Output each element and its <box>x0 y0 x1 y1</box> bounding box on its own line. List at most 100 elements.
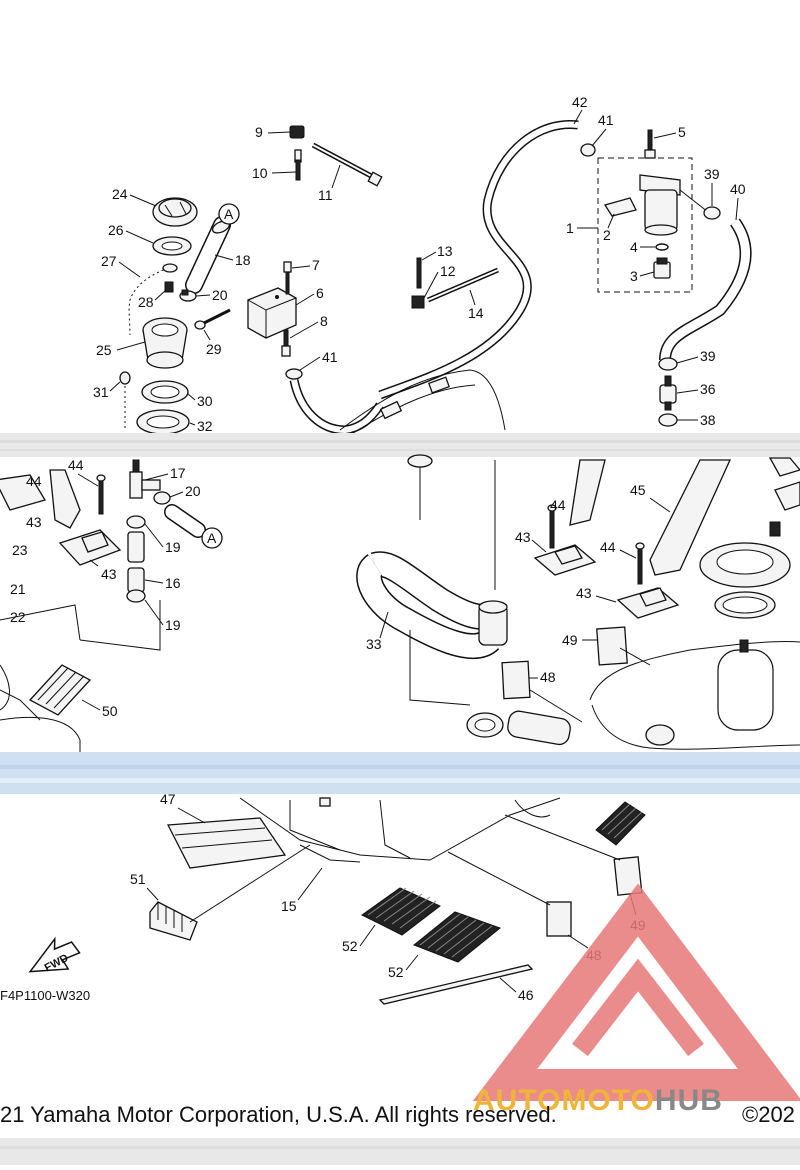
bolt-29 <box>194 308 231 330</box>
bracket-6 <box>247 287 297 339</box>
svg-text:15: 15 <box>281 898 297 914</box>
bolt-5 <box>644 129 656 159</box>
svg-text:33: 33 <box>366 636 382 652</box>
svg-text:52: 52 <box>388 964 404 980</box>
scan-artifact-band-blue <box>0 752 800 794</box>
screw-28 <box>164 281 174 293</box>
svg-text:12: 12 <box>440 263 456 279</box>
svg-text:40: 40 <box>730 181 746 197</box>
hose-lower-left <box>289 378 384 435</box>
svg-text:3: 3 <box>630 268 638 284</box>
pad-47 <box>166 817 287 869</box>
svg-text:50: 50 <box>102 703 118 719</box>
svg-text:21: 21 <box>10 581 26 597</box>
clamp-39-lower <box>658 357 678 371</box>
svg-text:26: 26 <box>108 222 124 238</box>
svg-text:27: 27 <box>101 253 117 269</box>
ref-marker-a-top: A <box>218 203 240 225</box>
svg-text:10: 10 <box>252 165 268 181</box>
clamp-fitting <box>466 710 571 746</box>
svg-text:8: 8 <box>320 313 328 329</box>
svg-text:7: 7 <box>312 257 320 273</box>
ref-marker-a-mid: A <box>201 527 223 549</box>
callout-labels-top: 9 10 11 24 26 27 28 18 20 25 29 31 30 32… <box>93 94 746 434</box>
hose-33 <box>356 551 508 660</box>
svg-text:38: 38 <box>700 412 716 428</box>
mat-52-a <box>361 887 441 936</box>
svg-text:2: 2 <box>603 227 611 243</box>
svg-text:5: 5 <box>678 124 686 140</box>
svg-text:6: 6 <box>316 285 324 301</box>
bolt-44-mid <box>547 504 557 549</box>
port-top <box>407 454 433 468</box>
automotohub-logo <box>472 883 800 1101</box>
bracket-2 <box>603 197 637 217</box>
pad-43-mid <box>533 544 597 576</box>
hull-strap-top <box>339 369 506 436</box>
svg-text:13: 13 <box>437 243 453 259</box>
svg-text:41: 41 <box>598 112 614 128</box>
svg-text:16: 16 <box>165 575 181 591</box>
svg-text:28: 28 <box>138 294 154 310</box>
svg-text:43: 43 <box>576 585 592 601</box>
pad-51 <box>149 901 198 941</box>
svg-text:52: 52 <box>342 938 358 954</box>
svg-text:4: 4 <box>630 239 638 255</box>
pad-49 <box>613 856 643 896</box>
cable-tie-14 <box>427 267 499 303</box>
clamp-41-top <box>580 143 596 157</box>
watermark-brand-part2: HUB <box>654 1084 723 1117</box>
filler-neck-25 <box>142 317 188 369</box>
svg-text:20: 20 <box>212 287 228 303</box>
svg-text:1: 1 <box>566 220 574 236</box>
bolt-7 <box>283 261 292 295</box>
pad-49-mid <box>596 626 628 666</box>
mat-50 <box>28 664 92 716</box>
strap-45-left <box>569 459 606 526</box>
pad-right-edge <box>768 457 800 511</box>
svg-text:46: 46 <box>518 987 534 1003</box>
svg-text:49: 49 <box>562 632 578 648</box>
filter-cup-3 <box>653 257 671 279</box>
hose-a-mid <box>164 504 206 538</box>
pad-48 <box>546 901 572 937</box>
sender-flange <box>699 521 791 619</box>
svg-text:44: 44 <box>26 473 42 489</box>
hose-16 <box>127 567 145 593</box>
bolt-44-left <box>96 474 106 515</box>
clamp-38 <box>658 413 678 427</box>
svg-text:32: 32 <box>197 418 213 434</box>
svg-text:22: 22 <box>10 609 26 625</box>
svg-text:11: 11 <box>318 187 333 203</box>
strap-45 <box>649 459 732 576</box>
svg-text:19: 19 <box>165 617 181 633</box>
svg-text:42: 42 <box>572 94 588 110</box>
svg-text:48: 48 <box>540 669 556 685</box>
hose-18 <box>185 216 231 294</box>
svg-text:18: 18 <box>235 252 251 268</box>
svg-text:43: 43 <box>101 566 117 582</box>
hose-40 <box>659 218 752 361</box>
svg-text:39: 39 <box>704 166 720 182</box>
svg-text:25: 25 <box>96 342 112 358</box>
fwd-arrow-icon: FWD <box>28 936 81 974</box>
svg-text:30: 30 <box>197 393 213 409</box>
breather-hose-42 <box>378 119 579 400</box>
hose-16-upper <box>127 531 145 563</box>
callout-labels-mid: 44 44 43 23 43 17 20 19 16 19 21 22 50 3… <box>10 457 671 723</box>
svg-text:23: 23 <box>12 542 28 558</box>
svg-text:9: 9 <box>255 124 263 140</box>
svg-text:47: 47 <box>160 791 176 807</box>
svg-text:A: A <box>207 530 217 546</box>
hull-bottom <box>239 797 561 863</box>
cable-tie-11 <box>311 142 383 187</box>
fuel-filter-1 <box>639 174 709 236</box>
svg-text:19: 19 <box>165 539 181 555</box>
pad-43-right <box>616 587 680 619</box>
bolt-44-right <box>635 542 645 585</box>
svg-text:41: 41 <box>322 349 338 365</box>
clamp-19-lower <box>126 589 146 603</box>
watermark-brand-part1: AUTOMOTO <box>473 1084 655 1117</box>
svg-text:43: 43 <box>515 529 531 545</box>
